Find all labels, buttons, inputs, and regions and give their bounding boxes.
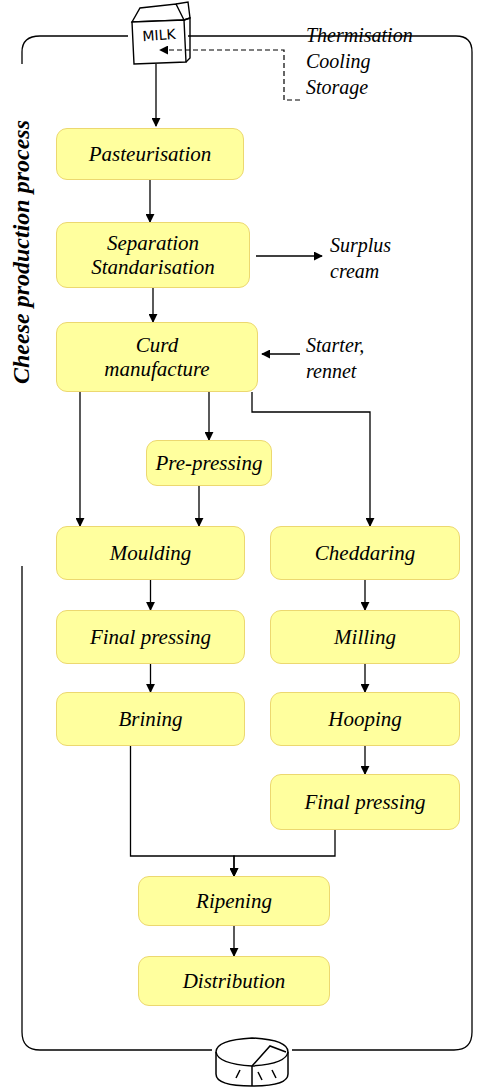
step-label: Milling (334, 625, 396, 649)
process-box: Separation Standarisation (56, 222, 250, 288)
process-box: Moulding (56, 526, 245, 580)
step-label: Ripening (196, 889, 272, 913)
process-box: Final pressing (56, 610, 245, 664)
step-label: Final pressing (304, 790, 425, 814)
step-label: Brining (118, 707, 182, 731)
step-label: Cheddaring (315, 541, 415, 565)
process-box: Final pressing (270, 774, 460, 830)
flow-arrow (150, 664, 151, 692)
flow-arrow (233, 926, 234, 956)
process-box: Cheddaring (270, 526, 460, 580)
flow-arrow (364, 746, 365, 774)
process-box: Hooping (270, 692, 460, 746)
flow-arrow (198, 486, 199, 526)
process-frame (22, 36, 472, 1050)
step-label: Hooping (328, 707, 402, 731)
step-label: Final pressing (90, 625, 211, 649)
process-box: Milling (270, 610, 460, 664)
note-label: Surplus cream (330, 232, 420, 284)
process-box: Distribution (138, 956, 330, 1006)
step-label: Separation Standarisation (81, 231, 225, 279)
step-label: Moulding (110, 541, 192, 565)
milk-inflow-arrow (155, 64, 156, 126)
process-box: Pasteurisation (56, 128, 244, 180)
cheese-icon (216, 1038, 288, 1086)
thermisation-return-arrow (160, 50, 300, 100)
process-box: Ripening (138, 876, 330, 926)
milk-carton (132, 2, 190, 64)
flow-arrow (150, 580, 151, 610)
step-label: Pasteurisation (89, 142, 212, 166)
flow-arrow (364, 580, 365, 610)
flow-arrow (364, 664, 365, 692)
flow-arrow (234, 830, 335, 876)
step-label: Pre-pressing (156, 451, 263, 475)
note-label: Thermisation Cooling Storage (306, 22, 434, 100)
step-label: Distribution (183, 969, 286, 993)
surplus-cream-arrow (256, 255, 322, 256)
flow-arrow (149, 180, 150, 222)
flow-arrow (152, 288, 153, 322)
starter-input-arrow (262, 353, 300, 354)
note-label: Starter, rennet (306, 332, 396, 384)
process-box: Curd manufacture (56, 322, 258, 392)
step-label: Curd manufacture (87, 333, 227, 381)
milk-label: MILK (135, 24, 182, 45)
flow-arrow (208, 392, 209, 440)
flow-arrow (131, 746, 235, 876)
vertical-title: Cheese production process (6, 114, 37, 390)
flow-arrow (79, 392, 80, 526)
process-box: Pre-pressing (146, 440, 272, 486)
process-box: Brining (56, 692, 245, 746)
